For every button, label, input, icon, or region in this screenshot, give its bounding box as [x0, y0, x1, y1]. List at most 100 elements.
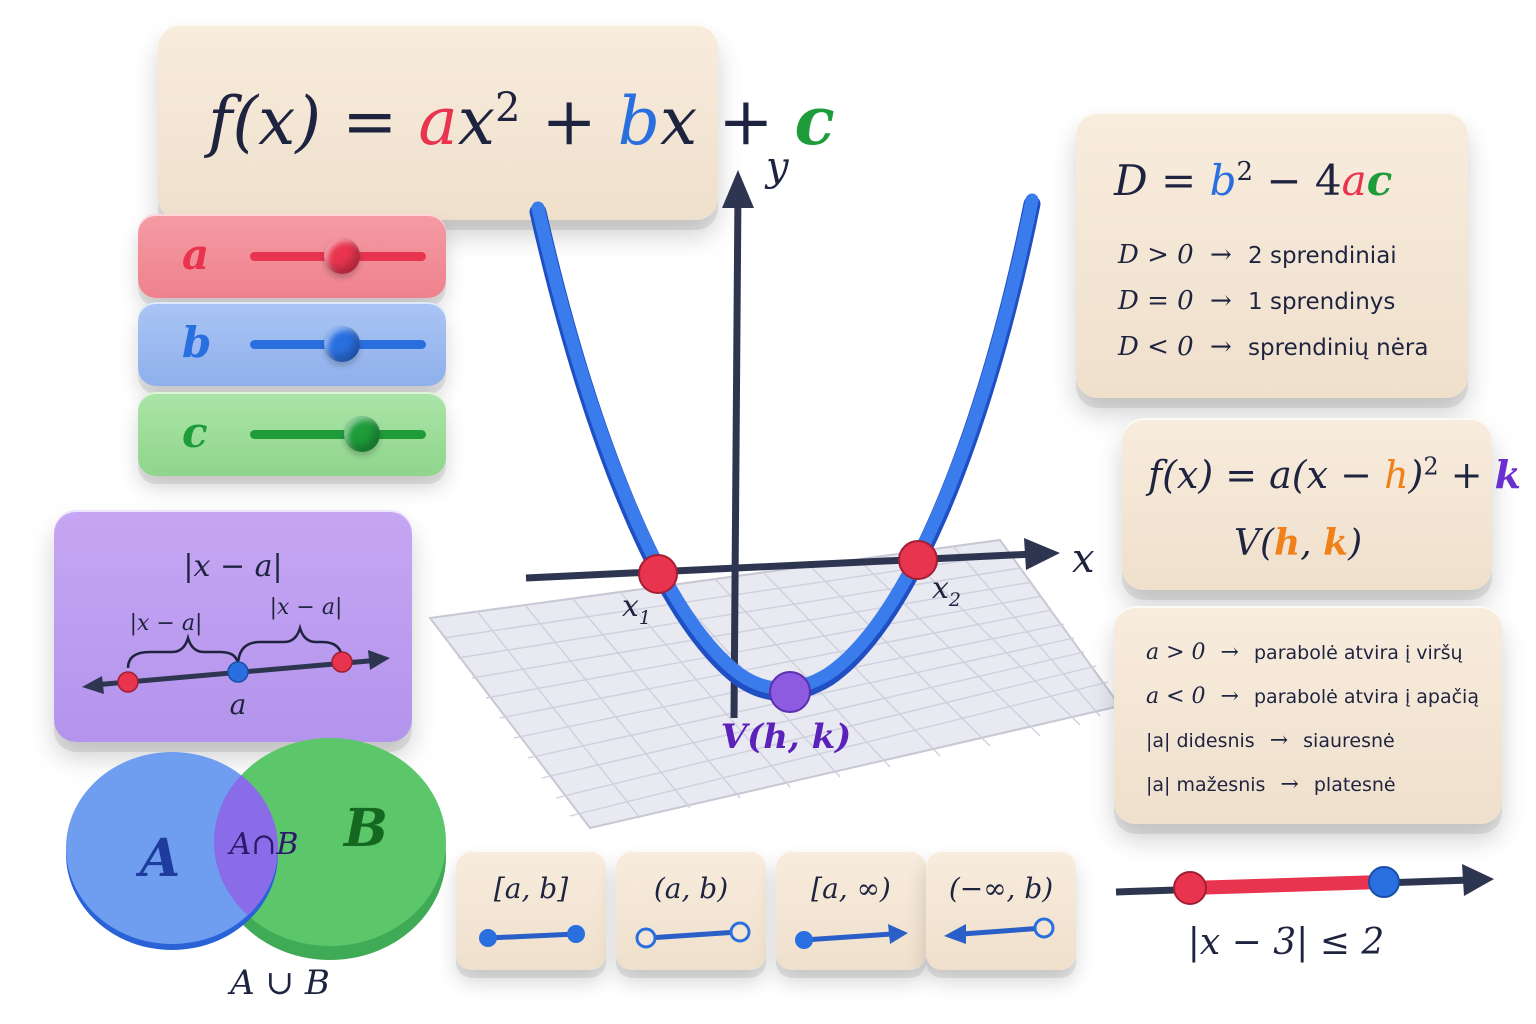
disc-minus: − 4: [1253, 156, 1342, 205]
abs-title: |x − a|: [183, 549, 282, 584]
interval-right-infinite-card: [a, ∞): [776, 850, 926, 970]
disc-a: a: [1341, 156, 1367, 205]
parabola-graph: y x x1 x2 V(h, k): [428, 144, 1120, 830]
abs-right-label: |x − a|: [270, 595, 343, 620]
disc-row-cond: D > 0: [1118, 240, 1194, 270]
vertex-point: [769, 671, 811, 713]
formula-exponent: 2: [495, 85, 521, 131]
interval-right-infinite-icon: [795, 924, 908, 949]
vf-k: k: [1494, 452, 1521, 497]
vertex-coordinates: V(h, k): [1234, 522, 1362, 564]
disc-row-zero: D = 0 → 1 sprendinys: [1118, 286, 1395, 316]
arrow-right-icon: →: [1209, 286, 1232, 316]
disc-exp: 2: [1236, 157, 1254, 187]
interval-open-label: (a, b): [653, 872, 729, 905]
slider-c-track[interactable]: [250, 430, 426, 439]
root-1-label: x1: [622, 589, 651, 629]
disc-row-cond: D < 0: [1118, 332, 1194, 362]
slider-b[interactable]: b: [138, 302, 446, 386]
inequality-label: |x − 3| ≤ 2: [1188, 922, 1384, 963]
prop-cond: a > 0: [1146, 640, 1206, 665]
arrow-right-icon: →: [1220, 684, 1239, 709]
prop-text: platesnė: [1313, 774, 1396, 796]
formula-card: f(x) = ax2 + bx + c: [158, 24, 835, 220]
inequality-arrow: [1462, 864, 1494, 896]
abs-left-point: [117, 671, 139, 693]
vp-sep: ,: [1300, 523, 1324, 564]
interval-open-card: (a, b): [616, 850, 766, 970]
disc-d: D =: [1114, 156, 1210, 205]
interval-closed-icon: [479, 925, 585, 947]
interval-closed-label: [a, b]: [493, 872, 569, 905]
prop-cond: |a| mažesnis: [1146, 774, 1266, 796]
prop-row-opens-down: a < 0 → parabolė atvira į apačią: [1146, 684, 1479, 709]
slider-c-knob[interactable]: [344, 416, 380, 452]
formula-plus-1: +: [520, 83, 618, 160]
prop-row-narrower: |a| didesnis → siauresnė: [1146, 728, 1395, 753]
interval-open-icon: [635, 921, 751, 949]
formula-coef-a: a: [418, 83, 458, 160]
vf-exp: 2: [1423, 452, 1439, 481]
abs-arrow-left: [82, 676, 104, 694]
root-2-point: [898, 540, 938, 580]
formula-x: x: [659, 83, 698, 160]
disc-row-positive: D > 0 → 2 sprendiniai: [1118, 240, 1397, 270]
venn-diagram: A B A∩B A ∪ B: [66, 738, 446, 1000]
slider-c-label: c: [182, 408, 208, 457]
root-2-label: x2: [932, 571, 961, 611]
formula-lhs: f(x) =: [208, 83, 419, 160]
arrow-right-icon: →: [1220, 640, 1239, 665]
slider-b-label: b: [182, 318, 212, 367]
disc-b: b: [1209, 156, 1237, 205]
vp-start: V(: [1234, 523, 1275, 564]
x-axis-arrow: [1024, 538, 1060, 570]
vertex-label: V(h, k): [721, 717, 852, 757]
prop-cond: a < 0: [1146, 684, 1206, 709]
interval-left-infinite-card: (−∞, b): [926, 850, 1076, 970]
slider-b-knob[interactable]: [324, 326, 360, 362]
disc-row-text: sprendinių nėra: [1248, 335, 1429, 361]
prop-text: parabolė atvira į viršų: [1253, 642, 1463, 664]
formula-coef-b: b: [617, 83, 660, 160]
vertex-form-card: f(x) = a(x − h)2 + k V(h, k): [1122, 418, 1521, 590]
vertex-form-formula: f(x) = a(x − h)2 + k: [1148, 452, 1521, 497]
prop-cond: |a| didesnis: [1146, 730, 1255, 752]
intersection-label: A∩B: [227, 827, 299, 862]
formula-plus-2: +: [697, 83, 795, 160]
prop-text: parabolė atvira į apačią: [1253, 686, 1479, 708]
y-axis: [730, 189, 742, 719]
arrow-right-icon: →: [1209, 240, 1232, 270]
parabola-properties-card: a > 0 → parabolė atvira į viršų a < 0 → …: [1114, 606, 1502, 824]
root-1-point: [638, 554, 678, 594]
discriminant-card: D = b2 − 4ac D > 0 → 2 sprendiniai D = 0…: [1076, 112, 1468, 398]
set-a-label: A: [135, 828, 180, 889]
interval-right-infinite-label: [a, ∞): [811, 872, 891, 905]
slider-a-label: a: [182, 230, 210, 279]
slider-a[interactable]: a: [138, 214, 446, 298]
union-label: A ∪ B: [227, 963, 330, 1000]
abs-center-label: a: [230, 688, 247, 721]
set-b-circle: [214, 738, 446, 946]
prop-row-wider: |a| mažesnis → platesnė: [1146, 772, 1396, 797]
disc-row-negative: D < 0 → sprendinių nėra: [1118, 332, 1428, 362]
absolute-value-diagram: |x − a| |x − a| |x − a| a: [82, 549, 390, 721]
interval-left-infinite-label: (−∞, b): [948, 872, 1054, 905]
x-axis-label: x: [1072, 536, 1095, 582]
interval-closed-card: [a, b]: [456, 850, 606, 970]
interval-left-infinite-icon: [944, 917, 1055, 944]
arrow-right-icon: →: [1280, 772, 1299, 797]
inequality-right-point: [1368, 866, 1400, 898]
inequality-range: [1183, 875, 1389, 895]
prop-row-opens-up: a > 0 → parabolė atvira į viršų: [1146, 640, 1463, 665]
disc-row-text: 2 sprendiniai: [1248, 243, 1397, 269]
absolute-value-card: |x − a| |x − a| |x − a| a: [54, 510, 412, 742]
disc-c: c: [1366, 156, 1393, 205]
abs-center-point: [227, 661, 249, 683]
slider-a-knob[interactable]: [324, 238, 360, 274]
set-b-label: B: [342, 798, 388, 859]
y-axis-arrow: [722, 170, 754, 208]
vf-plus: +: [1438, 453, 1495, 497]
vf-mid: ): [1408, 453, 1424, 497]
slider-c[interactable]: c: [138, 392, 446, 476]
prop-text: siauresnė: [1303, 730, 1395, 752]
